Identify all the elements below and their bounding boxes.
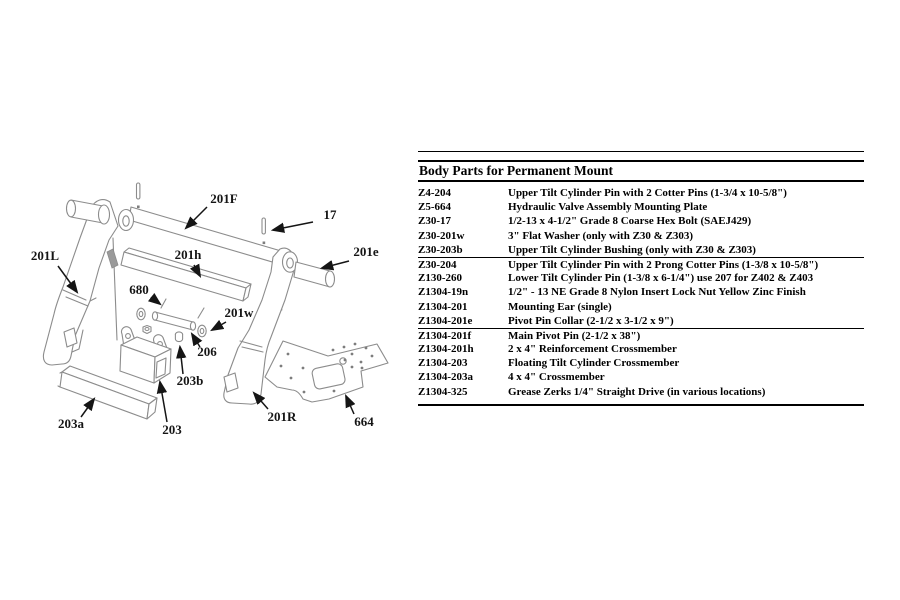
table-row: Z130-260 Lower Tilt Cylinder Pin (1-3/8 …: [418, 271, 864, 285]
pivot-pin-collar-drawing: [293, 261, 336, 288]
part-number-cell: Z4-204: [418, 187, 451, 199]
cotter-pin-right-drawing: [261, 217, 266, 245]
reinforcement-crossmember-drawing: [120, 247, 252, 302]
part-number-cell: Z30-204: [418, 258, 457, 271]
part-description-cell: 4 x 4" Crossmember: [508, 371, 605, 384]
callout-label-680: 680: [129, 282, 149, 297]
part-number-cell: Z30-201w: [418, 229, 465, 242]
part-number-cell: Z1304-201e: [418, 314, 473, 327]
parts-table-rows: Z4-204 Upper Tilt Cylinder Pin with 2 Co…: [418, 182, 864, 399]
table-row: Z5-664 Hydraulic Valve Assembly Mounting…: [418, 200, 864, 214]
pivot-pin-drawing: [65, 199, 111, 225]
table-row: Z4-204 Upper Tilt Cylinder Pin with 2 Co…: [418, 186, 864, 200]
callout-label-201L: 201L: [31, 248, 60, 263]
part-number-cell: Z30-17: [418, 215, 451, 228]
part-description-cell: 1/2-13 x 4-1/2" Grade 8 Coarse Hex Bolt …: [508, 215, 752, 228]
table-header-bottom-rule: [418, 180, 864, 182]
part-description-cell: 3" Flat Washer (only with Z30 & Z303): [508, 229, 694, 242]
part-description-cell: Floating Tilt Cylinder Crossmember: [508, 357, 680, 370]
part-description-cell: Upper Tilt Cylinder Bushing (only with Z…: [508, 243, 756, 256]
cotter-pin-left-drawing: [135, 182, 141, 209]
callout-label-201R: 201R: [268, 409, 298, 424]
part-description-cell: 2 x 4" Reinforcement Crossmember: [508, 343, 677, 356]
part-number-cell: Z1304-203: [418, 357, 468, 370]
part-number-cell: Z1304-201f: [418, 329, 472, 342]
part-description-cell: Upper Tilt Cylinder Pin with 2 Cotter Pi…: [508, 187, 787, 199]
part-description-cell: Lower Tilt Cylinder Pin (1-3/8 x 6-1/4")…: [508, 272, 814, 285]
part-number-cell: Z1304-19n: [418, 286, 469, 299]
part-number-cell: Z1304-201: [418, 300, 468, 313]
table-top-rule: [418, 151, 864, 152]
table-row: Z30-201w 3" Flat Washer (only with Z30 &…: [418, 229, 864, 243]
part-number-cell: Z1304-325: [418, 385, 468, 398]
table-row: Z1304-325 Grease Zerks 1/4" Straight Dri…: [418, 385, 864, 399]
part-description-cell: Pivot Pin Collar (2-1/2 x 3-1/2 x 9"): [508, 314, 674, 327]
table-row: Z1304-19n 1/2" - 13 NE Grade 8 Nylon Ins…: [418, 285, 864, 299]
exploded-parts-diagram: 201F 17 201L 201h 201e 680 201w 206 203b…: [31, 182, 389, 437]
table-row: Z1304-201f Main Pivot Pin (2-1/2 x 38"): [418, 327, 864, 342]
part-description-cell: Upper Tilt Cylinder Pin with 2 Prong Cot…: [508, 258, 819, 271]
table-header-top-rule: [418, 160, 864, 162]
callout-label-201F: 201F: [210, 191, 238, 206]
callout-label-203a: 203a: [58, 416, 85, 431]
callout-label-203: 203: [162, 422, 182, 437]
part-description-cell: Hydraulic Valve Assembly Mounting Plate: [508, 201, 708, 214]
square-crossmember-drawing: [57, 365, 158, 420]
callout-label-664: 664: [354, 414, 374, 429]
table-row: Z1304-203a 4 x 4" Crossmember: [418, 370, 864, 384]
part-number-cell: Z1304-203a: [418, 371, 473, 384]
table-title: Body Parts for Permanent Mount: [419, 163, 613, 178]
table-row: Z30-204 Upper Tilt Cylinder Pin with 2 P…: [418, 256, 864, 271]
callouts: 201F 17 201L 201h 201e 680 201w 206 203b…: [31, 191, 379, 437]
table-row: Z1304-203 Floating Tilt Cylinder Crossme…: [418, 356, 864, 370]
table-row: Z30-203b Upper Tilt Cylinder Bushing (on…: [418, 243, 864, 257]
part-number-cell: Z30-203b: [418, 243, 463, 256]
table-row: Z1304-201e Pivot Pin Collar (2-1/2 x 3-1…: [418, 314, 864, 328]
part-number-cell: Z130-260: [418, 272, 462, 285]
callout-label-206: 206: [197, 344, 217, 359]
table-row: Z30-17 1/2-13 x 4-1/2" Grade 8 Coarse He…: [418, 214, 864, 228]
table-bottom-rule: [418, 403, 864, 406]
floating-crossmember-drawing: [119, 326, 172, 384]
callout-label-201w: 201w: [225, 305, 255, 320]
part-description-cell: 1/2" - 13 NE Grade 8 Nylon Insert Lock N…: [508, 286, 806, 299]
left-side-plate-drawing: [42, 199, 135, 366]
parts-table: Body Parts for Permanent Mount Z4-204 Up…: [418, 151, 864, 406]
table-row: Z1304-201h 2 x 4" Reinforcement Crossmem…: [418, 342, 864, 356]
callout-label-201e: 201e: [353, 244, 379, 259]
callout-label-201h: 201h: [175, 247, 203, 262]
callout-label-203b: 203b: [177, 373, 204, 388]
tilt-pin-hardware-drawing: [136, 298, 207, 343]
part-description-cell: Grease Zerks 1/4" Straight Drive (in var…: [508, 385, 766, 398]
callout-label-17: 17: [324, 207, 338, 222]
mounting-plate-drawing: [264, 340, 389, 403]
part-number-cell: Z1304-201h: [418, 343, 474, 356]
part-description-cell: Main Pivot Pin (2-1/2 x 38"): [508, 329, 641, 342]
part-description-cell: Mounting Ear (single): [508, 300, 612, 313]
table-row: Z1304-201 Mounting Ear (single): [418, 300, 864, 314]
part-number-cell: Z5-664: [418, 201, 451, 214]
